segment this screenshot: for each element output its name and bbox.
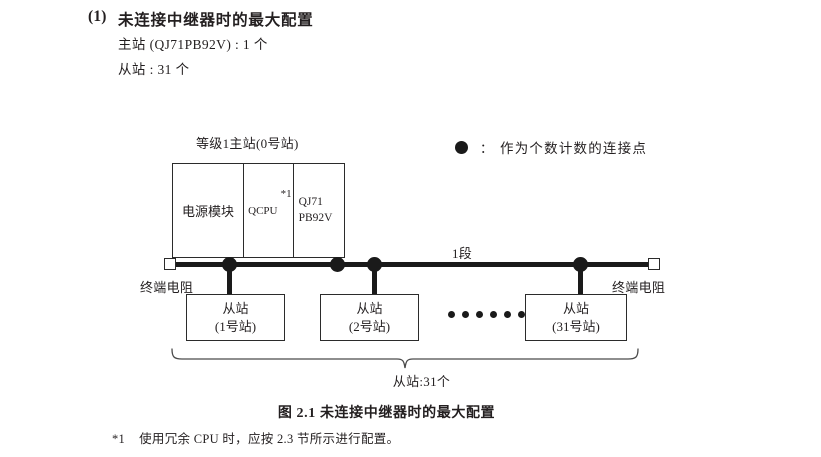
- slave-station-label: 从站: [562, 300, 589, 316]
- module-qj71pb92v: QJ71 PB92V: [294, 164, 344, 257]
- slave-station-box: 从站 (1号站): [186, 294, 285, 341]
- figure-caption-text: 图 2.1 未连接中继器时的最大配置: [277, 406, 496, 421]
- module-qj71pb92v-line2: PB92V: [298, 211, 333, 224]
- master-rack-title: 等级1主站(0号站): [196, 136, 299, 151]
- slave-station-number: (31号站): [552, 318, 600, 334]
- slave-station-number: (1号站): [214, 318, 257, 334]
- slave-station-box: 从站 (31号站): [525, 294, 627, 341]
- slave-count-brace: [171, 348, 639, 369]
- slave-station-label: 从站: [356, 300, 383, 316]
- figure-caption: 图 2.1 未连接中继器时的最大配置: [0, 402, 821, 422]
- terminator-label-left: 终端电阻: [140, 280, 194, 295]
- legend-label: 作为个数计数的连接点: [500, 141, 648, 156]
- spec-master-station: 主站 (QJ71PB92V) : 1 个: [118, 37, 268, 52]
- slave-station-number: (2号站): [348, 318, 391, 334]
- module-qj71pb92v-label: QJ71 PB92V: [299, 195, 333, 225]
- terminating-resistor-icon-right: [648, 258, 660, 270]
- slave-drop-line: [372, 266, 377, 294]
- heading-number: (1): [88, 8, 107, 25]
- slave-drop-line: [227, 266, 232, 294]
- slave-count-text: 从站:31个: [392, 374, 451, 389]
- terminator-label-right: 终端电阻: [612, 280, 666, 295]
- filled-circle-icon: [455, 140, 468, 154]
- slave-drop-line: [578, 266, 583, 294]
- slave-count-label: 从站:31个: [0, 371, 821, 390]
- legend: ： 作为个数计数的连接点: [455, 137, 647, 157]
- page-title: 未连接中继器时的最大配置: [118, 12, 314, 29]
- master-station-rack: 电源模块 QCPU *1 QJ71 PB92V: [172, 163, 345, 258]
- spec-slave-station: 从站 : 31 个: [118, 62, 190, 77]
- bus-connection-dot: [573, 257, 588, 272]
- slave-station-label: 从站: [222, 300, 249, 316]
- bus-trunk-line: [176, 262, 654, 267]
- module-qcpu-label: QCPU: [248, 204, 278, 217]
- footnote-marker: *1: [280, 188, 292, 200]
- module-qj71pb92v-line1: QJ71: [298, 196, 323, 209]
- slave-station-box: 从站 (2号站): [320, 294, 419, 341]
- ellipsis-icon: [448, 311, 525, 318]
- segment-label: 1段: [452, 246, 473, 261]
- bus-connection-dot: [330, 257, 345, 272]
- footnote-mark: *1: [112, 432, 126, 446]
- terminating-resistor-icon-left: [164, 258, 176, 270]
- bus-connection-dot: [367, 257, 382, 272]
- legend-colon: ：: [480, 140, 494, 156]
- module-power-supply: 电源模块: [173, 164, 245, 257]
- footnote-text: 使用冗余 CPU 时，应按 2.3 节所示进行配置。: [139, 432, 400, 446]
- bus-connection-dot: [222, 257, 237, 272]
- footnote: *1 使用冗余 CPU 时，应按 2.3 节所示进行配置。: [112, 428, 399, 447]
- module-qcpu: QCPU *1: [244, 164, 294, 257]
